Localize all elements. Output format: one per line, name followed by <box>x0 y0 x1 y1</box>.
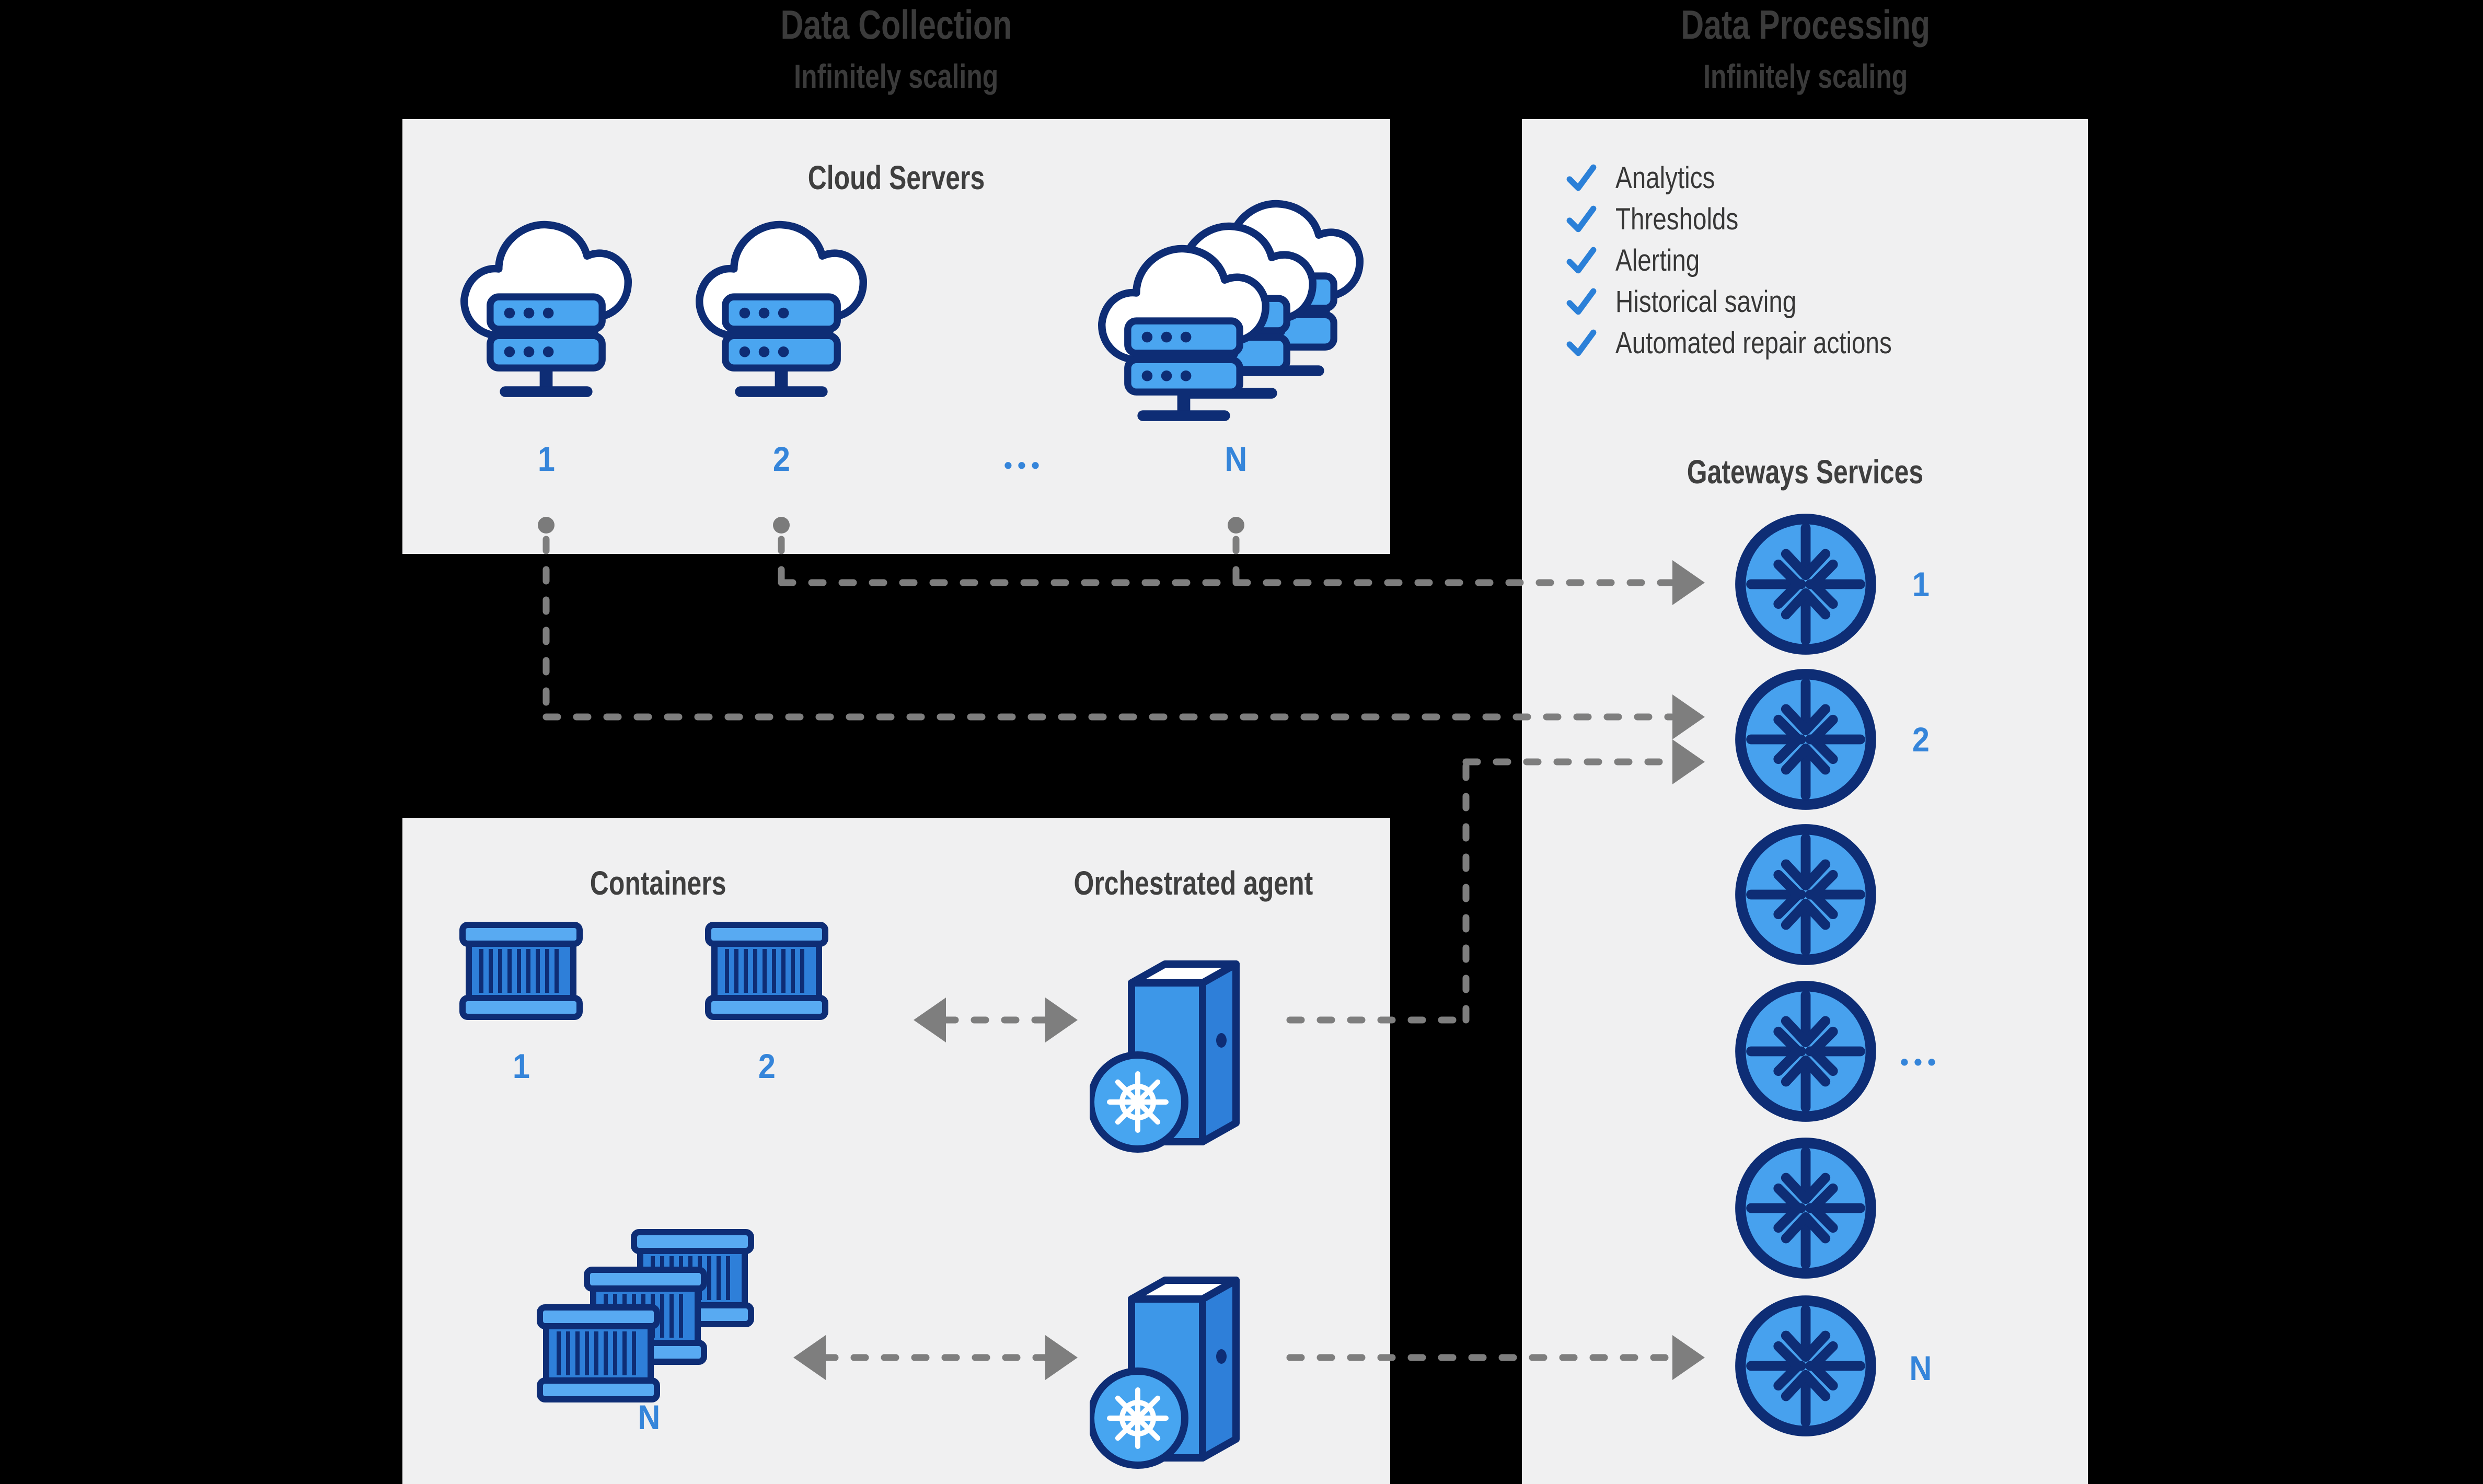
gateway-label-n: N <box>1909 1349 1932 1387</box>
gateway-label-ellipsis: ••• <box>1900 1048 1942 1075</box>
checklist-item-analytics: Analytics <box>1565 157 2067 199</box>
orchestrated-agent-title: Orchestrated agent <box>1073 864 1313 902</box>
cloud-server-label-n: N <box>1225 439 1248 478</box>
header-data-collection: Data Collection <box>780 1 1012 48</box>
cloud-server-label-ellipsis: ••• <box>1003 451 1045 479</box>
subheader-data-collection: Infinitely scaling <box>794 57 999 95</box>
check-icon <box>1566 164 1597 191</box>
cloud-server-label-2: 2 <box>772 439 790 478</box>
checklist-item-alerting: Alerting <box>1565 240 2067 281</box>
check-icon <box>1566 329 1597 356</box>
containers-title: Containers <box>590 864 726 902</box>
gateways-services-title: Gateways Services <box>1687 453 1924 491</box>
panel-containers-agents <box>402 818 1390 1484</box>
container-label-2: 2 <box>758 1047 776 1085</box>
checklist-item-historical-saving: Historical saving <box>1565 281 2067 322</box>
checklist-item-automated-repair: Automated repair actions <box>1565 322 2067 364</box>
cloud-servers-title: Cloud Servers <box>807 159 985 196</box>
check-icon <box>1566 205 1597 232</box>
container-label-n: N <box>638 1398 661 1436</box>
container-label-1: 1 <box>512 1047 530 1085</box>
check-icon <box>1566 247 1597 273</box>
gateway-label-1: 1 <box>1912 565 1930 604</box>
check-icon <box>1566 288 1597 315</box>
connector-cloud1-to-gateway2 <box>542 536 1675 721</box>
gateway-label-2: 2 <box>1912 720 1930 759</box>
checklist-item-thresholds: Thresholds <box>1565 199 2067 240</box>
header-data-processing: Data Processing <box>1681 1 1931 48</box>
subheader-data-processing: Infinitely scaling <box>1703 57 1908 95</box>
cloud-server-label-1: 1 <box>537 439 555 478</box>
